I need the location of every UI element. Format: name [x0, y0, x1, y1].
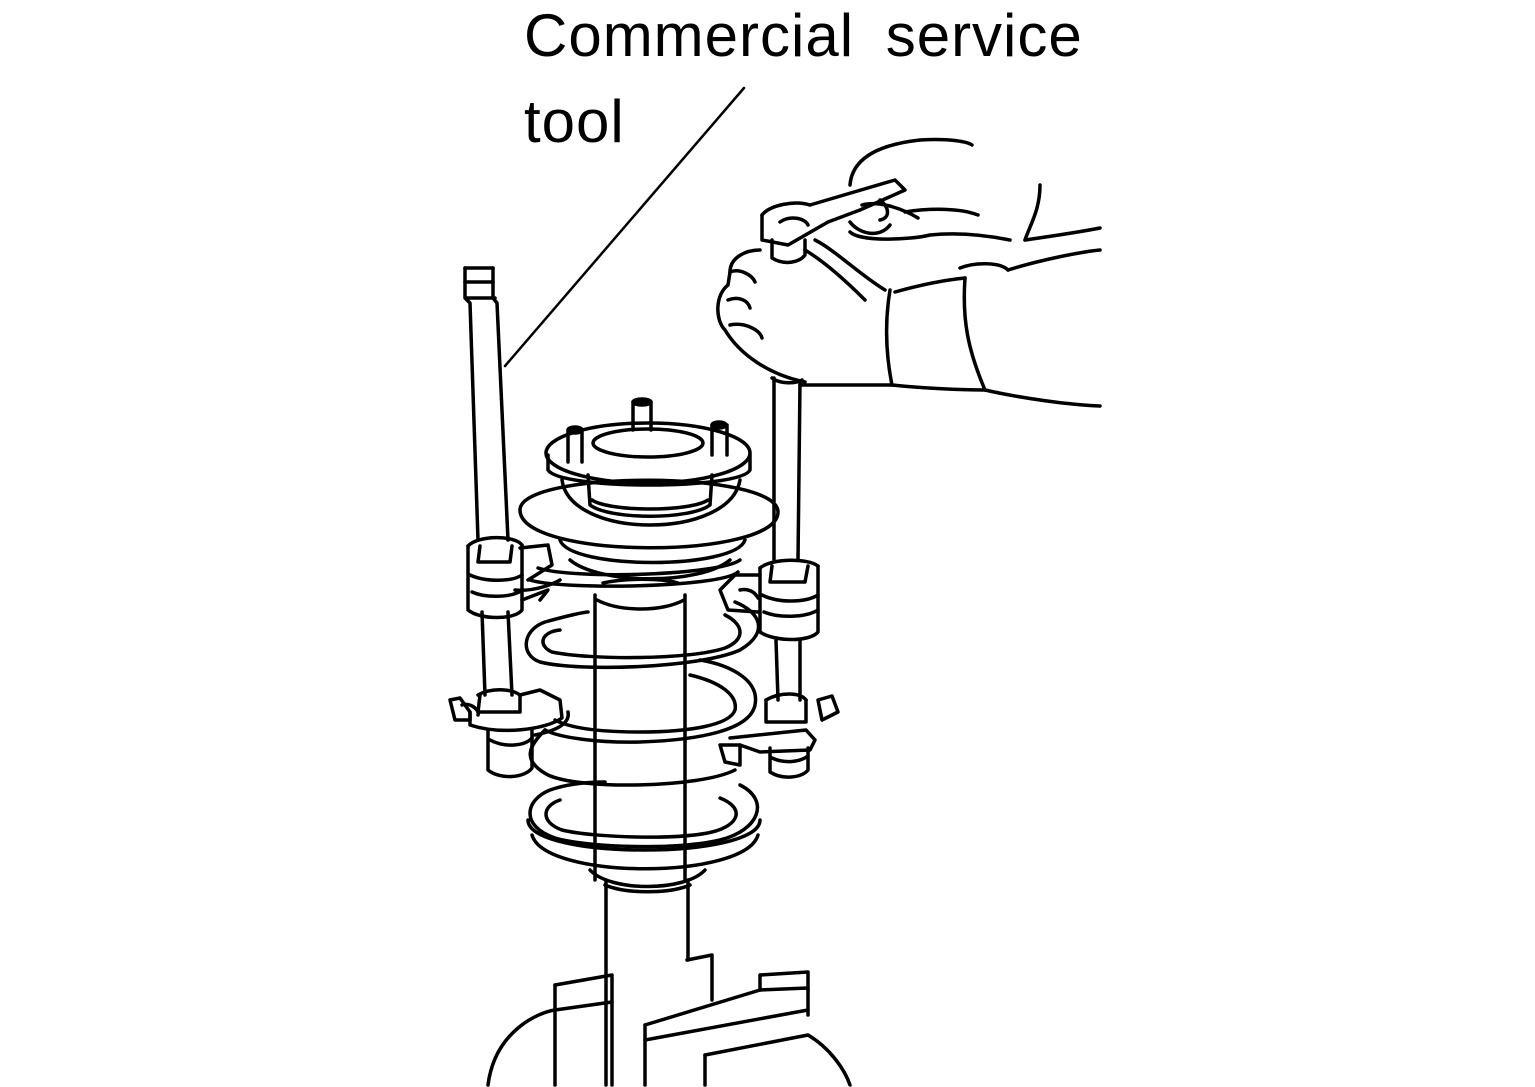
- right-lower-hook: [720, 694, 838, 777]
- callout-label-line-2: tool: [524, 88, 625, 155]
- coil-spring: [526, 560, 760, 869]
- ratchet-wrench: [762, 180, 905, 262]
- strut-upper-mount: [520, 399, 778, 579]
- callout-label-line-1: Commercial service: [524, 2, 1083, 69]
- right-compressor-rod: [772, 378, 802, 700]
- right-upper-hook: [720, 560, 818, 639]
- hand-and-arm: [718, 139, 1100, 406]
- left-upper-hook: [468, 538, 560, 618]
- callout-leader-line: [505, 88, 744, 366]
- left-lower-hook: [450, 690, 568, 777]
- left-compressor-rod: [465, 268, 512, 695]
- bench-vise: [488, 955, 850, 1085]
